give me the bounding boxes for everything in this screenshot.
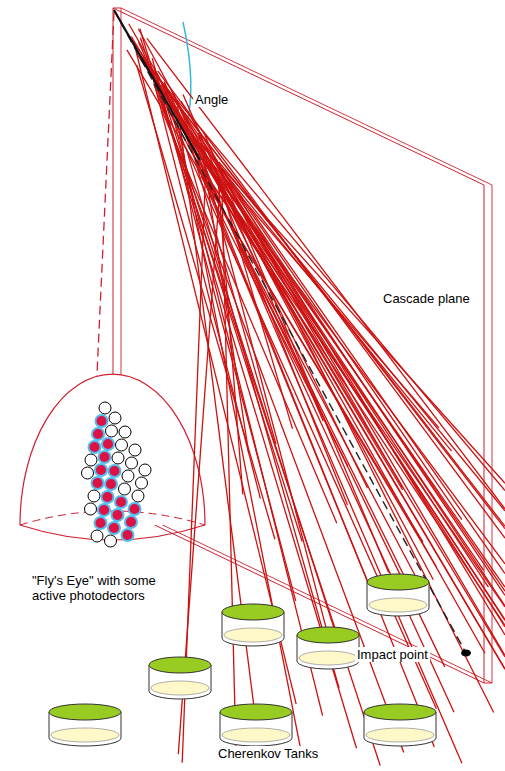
particle-track xyxy=(203,131,388,572)
tanks-label: Cherenkov Tanks xyxy=(216,746,320,761)
photodetector xyxy=(91,530,103,542)
particle-track xyxy=(127,50,437,567)
tank-top xyxy=(364,704,436,720)
particle-track xyxy=(150,67,260,498)
particle-track xyxy=(187,129,505,484)
photodetector xyxy=(99,451,111,463)
tank-top xyxy=(222,604,284,620)
particle-track xyxy=(139,42,437,709)
tank-floor xyxy=(51,728,119,742)
impact-label: Impact point xyxy=(355,647,430,662)
particle-track xyxy=(137,54,505,591)
particle-track xyxy=(147,38,505,509)
tank-top xyxy=(367,574,429,590)
particle-track xyxy=(152,58,296,601)
photodetector xyxy=(129,503,141,515)
particle-track xyxy=(219,162,505,511)
plane-label: Cascade plane xyxy=(381,291,472,306)
flys-eye-dome xyxy=(20,374,205,547)
photodetector xyxy=(136,477,148,489)
photodetector xyxy=(102,491,114,503)
photodetector xyxy=(102,438,114,450)
impact-point xyxy=(461,650,471,657)
photodetector xyxy=(98,504,110,516)
photodetector xyxy=(125,516,137,528)
particle-track xyxy=(198,154,505,620)
particle-track xyxy=(167,91,505,527)
particle-track xyxy=(181,101,505,635)
particle-track xyxy=(174,95,368,488)
photodetector xyxy=(92,428,104,440)
photodetector xyxy=(139,464,151,476)
photodetector xyxy=(108,522,120,534)
photodetector xyxy=(85,454,97,466)
particle-track xyxy=(205,163,484,570)
tank-floor xyxy=(224,628,282,642)
flys-eye-label: "Fly's Eye" with some active photodector… xyxy=(30,573,186,603)
photodetector xyxy=(112,509,124,521)
tank-top xyxy=(49,704,121,720)
photodetector xyxy=(112,452,124,464)
particle-track xyxy=(126,31,505,574)
angle-label: Angle xyxy=(193,92,230,107)
photodetector xyxy=(95,517,107,529)
photodetector xyxy=(109,412,121,424)
photodetector xyxy=(95,464,107,476)
photodetector xyxy=(88,490,100,502)
tank-floor xyxy=(299,651,357,665)
photodetector xyxy=(96,415,108,427)
tank-top xyxy=(297,627,359,643)
photodetector xyxy=(109,465,121,477)
photodetector xyxy=(129,444,141,456)
photodetector xyxy=(116,439,128,451)
photodetector xyxy=(126,457,138,469)
particle-track xyxy=(198,133,403,487)
particle-track xyxy=(136,50,296,704)
photodetector xyxy=(99,402,111,414)
particle-track xyxy=(205,164,328,634)
particle-track xyxy=(217,181,505,621)
sight-line xyxy=(96,12,114,395)
photodetector xyxy=(82,467,94,479)
particle-track xyxy=(140,38,380,766)
photodetector xyxy=(105,535,117,547)
photodetector xyxy=(85,503,97,515)
photodetector xyxy=(119,426,131,438)
photodetector xyxy=(115,496,127,508)
tank-floor xyxy=(369,598,427,612)
tank-floor xyxy=(151,681,209,695)
tank-top xyxy=(149,657,211,673)
photodetector xyxy=(122,470,134,482)
particle-track xyxy=(203,169,505,625)
shower-core xyxy=(114,10,200,160)
particle-track xyxy=(129,24,485,654)
tank-top xyxy=(220,704,292,720)
photodetector xyxy=(105,478,117,490)
photodetector xyxy=(92,477,104,489)
photodetector xyxy=(122,529,134,541)
photodetector xyxy=(106,425,118,437)
particle-track xyxy=(173,93,462,764)
photodetector xyxy=(132,490,144,502)
photodetector xyxy=(119,483,131,495)
tank-floor xyxy=(366,728,434,742)
particle-track xyxy=(158,71,505,538)
particle-track xyxy=(177,114,505,606)
particle-track xyxy=(198,147,505,657)
photodetector xyxy=(89,441,101,453)
tank-floor xyxy=(222,728,290,742)
shower-axis xyxy=(114,10,466,653)
